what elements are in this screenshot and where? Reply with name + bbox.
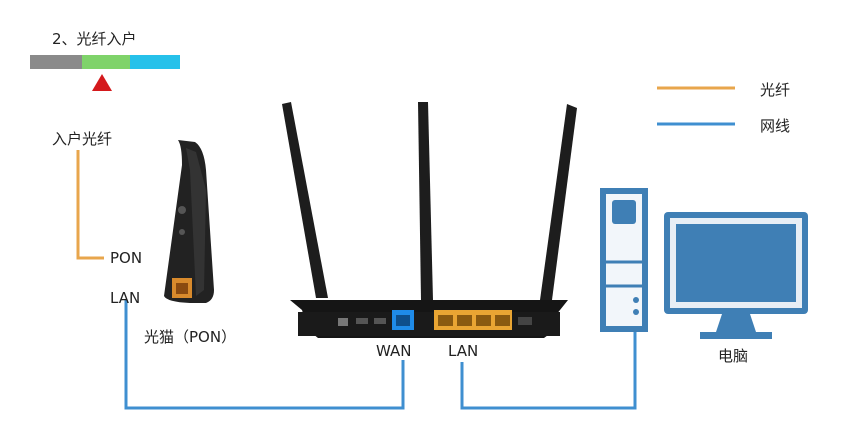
router-wan-label: WAN [376,342,412,360]
step-title: 2、光纤入户 [52,30,137,48]
router-antenna-center [418,102,433,300]
pon-port-label: PON [110,249,143,267]
step-segment-cyan [130,55,180,69]
router-antenna-left [282,102,328,298]
router-antenna-right [540,104,577,300]
computer-tower-icon [600,188,648,332]
network-cable-modem-to-router [124,300,405,410]
router-lan-label: LAN [448,342,479,360]
router-power-port [338,318,348,326]
modem-button-icon [178,206,186,214]
legend-network-label: 网线 [760,117,791,135]
legend-fiber-label: 光纤 [760,81,791,99]
router-device [282,102,577,338]
modem-lan-label: LAN [110,289,141,307]
monitor-icon [664,212,808,339]
fiber-cable [76,150,104,260]
step-marker-icon [92,74,112,91]
network-cable-router-to-pc [460,318,637,410]
step-segment-green [82,55,130,69]
step-segment-gray [30,55,82,69]
computer-label: 电脑 [718,347,749,365]
router-lan-ports [434,310,512,330]
incoming-fiber-label: 入户光纤 [52,130,113,148]
optical-modem-device [164,140,214,303]
modem-name-label: 光猫（PON） [144,328,237,346]
step-progress-bar [30,55,180,91]
